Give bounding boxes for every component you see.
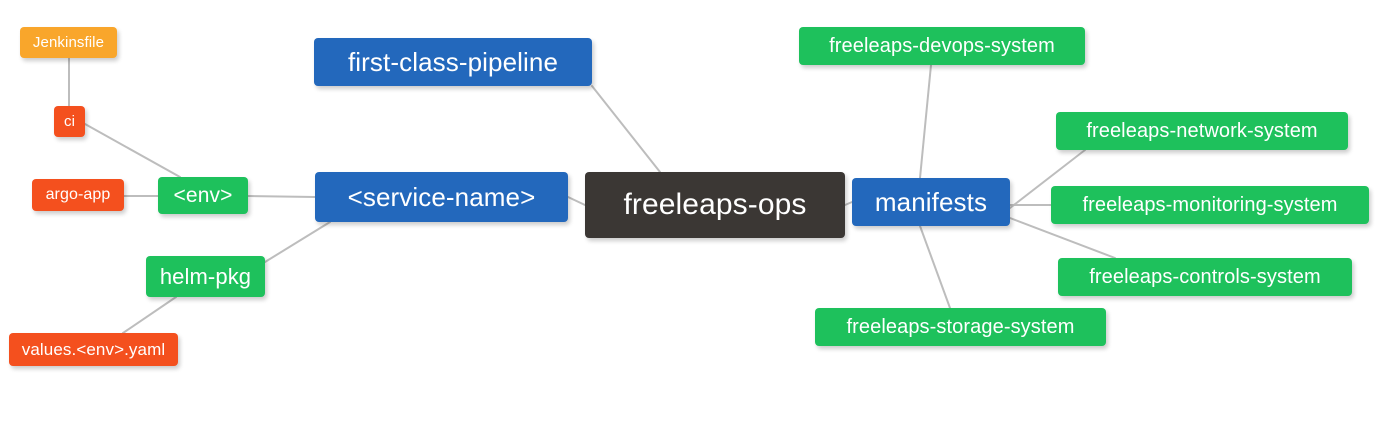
node-label: freeleaps-network-system — [1086, 120, 1318, 142]
node-helm-pkg[interactable]: helm-pkg — [146, 256, 265, 297]
node-freeleaps-monitoring-system[interactable]: freeleaps-monitoring-system — [1051, 186, 1369, 224]
node-first-class-pipeline[interactable]: first-class-pipeline — [314, 38, 592, 86]
node-label: ci — [63, 113, 76, 130]
node-label: freeleaps-ops — [623, 188, 807, 221]
node-root[interactable]: freeleaps-ops — [585, 172, 845, 238]
node-label: manifests — [874, 187, 988, 217]
edge-env-to-ci — [84, 123, 181, 178]
edge-service-name-to-helm-pkg — [264, 221, 331, 263]
edge-manifests-to-freeleaps-storage-system — [919, 225, 951, 309]
edge-root-to-service-name — [567, 196, 586, 206]
node-label: <service-name> — [347, 182, 536, 212]
node-jenkinsfile[interactable]: Jenkinsfile — [20, 27, 117, 58]
node-service-name[interactable]: <service-name> — [315, 172, 568, 222]
edge-helm-pkg-to-values-yaml — [122, 296, 177, 334]
node-label: argo-app — [45, 186, 111, 203]
node-values-yaml[interactable]: values.<env>.yaml — [9, 333, 178, 366]
node-label: first-class-pipeline — [347, 47, 559, 77]
node-freeleaps-devops-system[interactable]: freeleaps-devops-system — [799, 27, 1085, 65]
node-label: freeleaps-storage-system — [846, 316, 1075, 338]
edge-service-name-to-env — [247, 195, 316, 198]
node-label: values.<env>.yaml — [21, 340, 166, 359]
node-freeleaps-storage-system[interactable]: freeleaps-storage-system — [815, 308, 1106, 346]
node-manifests[interactable]: manifests — [852, 178, 1010, 226]
edge-manifests-to-freeleaps-controls-system — [1009, 217, 1116, 259]
node-label: Jenkinsfile — [32, 34, 105, 51]
node-argo-app[interactable]: argo-app — [32, 179, 124, 211]
node-freeleaps-controls-system[interactable]: freeleaps-controls-system — [1058, 258, 1352, 296]
edge-manifests-to-freeleaps-devops-system — [919, 64, 932, 179]
node-label: <env> — [173, 184, 233, 207]
node-env[interactable]: <env> — [158, 177, 248, 214]
node-label: freeleaps-monitoring-system — [1082, 194, 1338, 216]
edge-root-to-manifests — [844, 201, 853, 206]
node-ci[interactable]: ci — [54, 106, 85, 137]
node-label: freeleaps-controls-system — [1089, 266, 1321, 288]
node-freeleaps-network-system[interactable]: freeleaps-network-system — [1056, 112, 1348, 150]
node-label: helm-pkg — [159, 263, 252, 289]
node-label: freeleaps-devops-system — [829, 35, 1055, 57]
edge-root-to-first-class-pipeline — [591, 85, 661, 173]
